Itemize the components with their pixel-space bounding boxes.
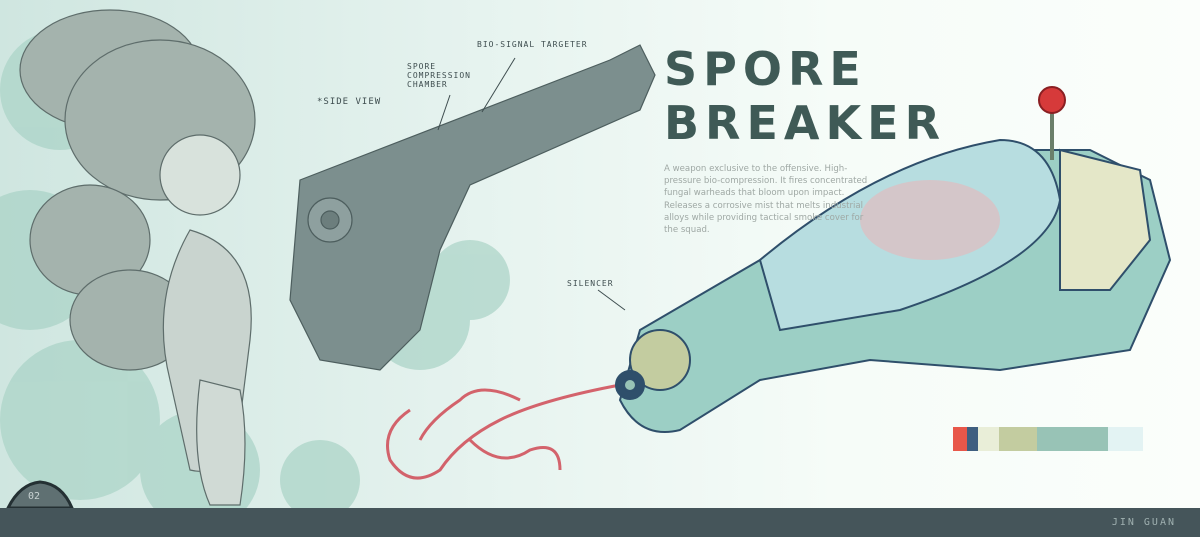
swatch-khaki (999, 427, 1037, 451)
side-view-weapon (289, 44, 656, 371)
side-view-label: *SIDE VIEW (317, 97, 382, 107)
chamber-label: SPORE COMPRESSION CHAMBER (407, 62, 471, 89)
spore-blast (386, 383, 621, 480)
swatch-cream (978, 427, 999, 451)
color-palette (953, 427, 1143, 451)
page-number: 02 (28, 491, 41, 502)
targeter-label: BIO-SIGNAL TARGETER (477, 40, 588, 49)
title-line-1: SPORE (664, 42, 867, 96)
swatch-sage (1037, 427, 1108, 451)
swatch-red (953, 427, 967, 451)
silencer-label: SILENCER (567, 279, 614, 288)
title-line-2: BREAKER (664, 96, 946, 150)
label-leader-lines (437, 57, 626, 311)
author-name: JIN GUAN (1111, 517, 1176, 528)
weapon-description: A weapon exclusive to the offensive. Hig… (664, 164, 868, 236)
swatch-pale-blue (1108, 427, 1143, 451)
footer-bar: JIN GUAN (0, 508, 1200, 537)
spore-breaker-weapon (615, 86, 1172, 433)
swatch-blue (967, 427, 978, 451)
character-lineart (19, 9, 256, 506)
